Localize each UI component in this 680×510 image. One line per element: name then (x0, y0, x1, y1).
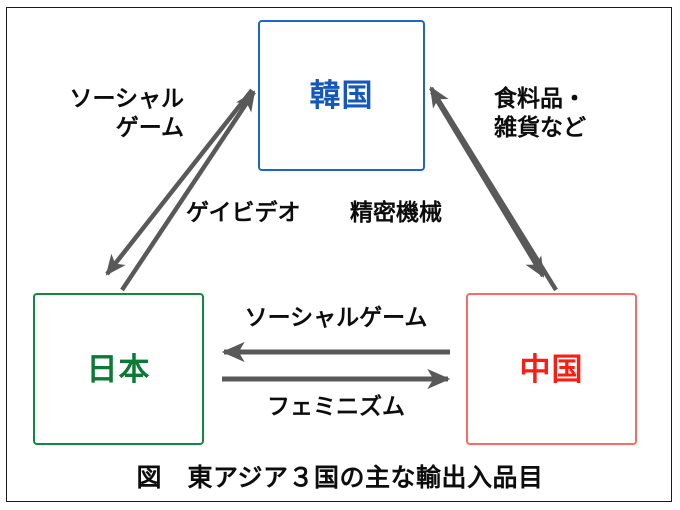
node-japan[interactable]: 日本 (33, 293, 204, 445)
arrow-japan-to-korea (120, 90, 256, 292)
figure-outer-frame (6, 7, 672, 502)
edge-label-korea-to-japan: ソーシャル ゲーム (69, 85, 184, 141)
edge-label-china-to-japan: ソーシャルゲーム (244, 304, 428, 330)
node-korea-label: 韓国 (309, 78, 374, 113)
edge-label-japan-to-korea: ゲイビデオ (186, 199, 301, 225)
node-japan-label: 日本 (86, 351, 151, 387)
node-china[interactable]: 中国 (466, 293, 637, 445)
node-korea[interactable]: 韓国 (258, 20, 425, 171)
arrow-china-to-korea (429, 86, 558, 292)
edge-label-korea-to-china: 精密機械 (350, 199, 442, 225)
edge-label-china-to-korea: 食料品・ 雑貨など (494, 85, 586, 141)
figure-caption: 図 東アジア３国の主な輸出入品目 (136, 464, 544, 492)
arrow-korea-to-japan (105, 88, 254, 276)
node-china-label: 中国 (519, 351, 584, 387)
edge-label-japan-to-china: フェミニズム (267, 393, 405, 419)
